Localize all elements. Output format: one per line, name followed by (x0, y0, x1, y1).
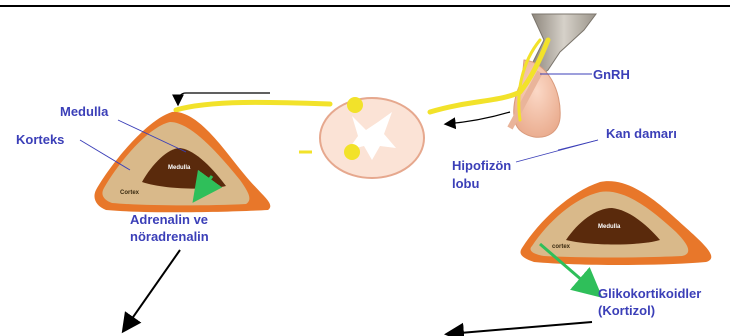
label-glikokortikoidler: Glikokortikoidler (598, 286, 701, 302)
nerve-arrow-right (446, 112, 510, 124)
label-kan-damari: Kan damarı (606, 126, 677, 142)
label-kortizol: (Kortizol) (598, 303, 655, 319)
label-hipofizon-line1: Hipofizön (452, 158, 511, 174)
label-medulla: Medulla (60, 104, 108, 120)
label-adrenalin-line1: Adrenalin ve (130, 212, 208, 228)
inner-label-cortex-left: Cortex (120, 190, 139, 196)
label-hipofizon-line2: lobu (452, 176, 479, 192)
inner-label-medulla-right: Medulla (598, 224, 620, 230)
label-korteks: Korteks (16, 132, 64, 148)
outflow-arrow-left (124, 250, 180, 330)
label-adrenalin-line2: nöradrenalin (130, 229, 209, 245)
inner-label-medulla-left: Medulla (168, 165, 190, 171)
adrenal-gland-left (94, 112, 270, 212)
label-gnrh: GnRH (593, 67, 630, 83)
spinal-cord-section (299, 97, 424, 178)
outflow-arrow-right (448, 322, 592, 334)
inner-label-cortex-right: cortex (552, 244, 570, 250)
